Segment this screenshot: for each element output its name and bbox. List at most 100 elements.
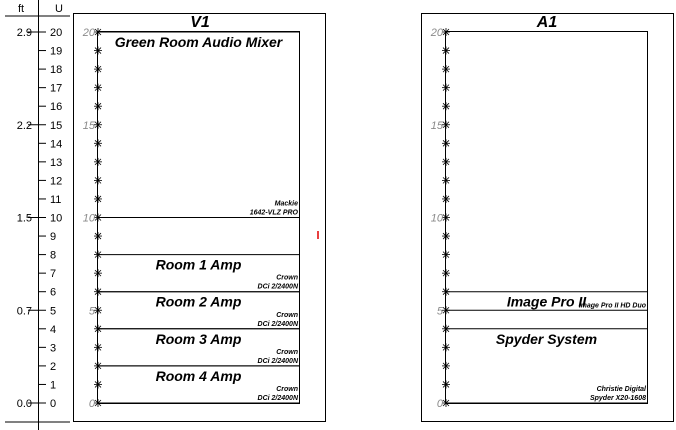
rack-v1[interactable]: V1 20 15 10 5 0 Green Room Audio Mixer 1642-V… — [73, 13, 326, 422]
rack-rail-marker — [94, 380, 102, 389]
ruler-u-label: 13 — [50, 157, 62, 169]
ruler-u-label: 8 — [50, 250, 56, 262]
device-maker: Crown — [276, 275, 298, 282]
rack-rail-marker — [442, 157, 450, 166]
device-model: Spyder X20-1608 — [590, 395, 646, 402]
device-model: DCi 2/2400N — [258, 395, 299, 402]
ruler-u-label: 0 — [50, 398, 56, 410]
rack-v1-scale-label: 10 — [83, 213, 96, 225]
device-maker: Crown — [276, 312, 298, 319]
ruler-ft-label: 0.0 — [17, 398, 32, 410]
rack-a1-scale-label: 0 — [437, 398, 444, 410]
rack-rail-marker — [94, 83, 102, 92]
rack-rail-marker — [442, 269, 450, 278]
ruler-u-label: 16 — [50, 101, 62, 113]
rack-a1-frame — [421, 13, 674, 422]
rack-rail-marker — [442, 380, 450, 389]
rack-rail-marker — [94, 176, 102, 185]
ruler-u-label: 15 — [50, 120, 62, 132]
rack-v1-scale-label: 15 — [83, 120, 96, 132]
ruler-u-label: 19 — [50, 46, 62, 58]
rack-rail-marker — [442, 176, 450, 185]
rack-v1-device[interactable]: Green Room Audio Mixer 1642-VLZ PRO Mackie — [98, 31, 299, 218]
device-model: DCi 2/2400N — [258, 284, 299, 291]
rack-rail-marker — [442, 102, 450, 111]
ruler-u-label: 11 — [50, 194, 61, 206]
device-model: DCi 2/2400N — [258, 321, 299, 328]
device-name: Image Pro II — [507, 294, 587, 310]
rack-rail-marker — [442, 250, 450, 259]
rack-rail-marker — [442, 361, 450, 370]
device-model: DCi 2/2400N — [258, 358, 299, 365]
ruler-u-label: 2 — [50, 361, 56, 373]
rack-rail-marker — [94, 102, 102, 111]
device-maker: Crown — [276, 386, 298, 393]
rack-rail-marker — [94, 232, 102, 241]
rack-rail-marker — [442, 343, 450, 352]
device-name: Room 4 Amp — [156, 368, 242, 384]
device-maker: Christie Digital — [597, 386, 647, 393]
ruler-u-header: U — [55, 3, 63, 15]
ruler-u-label: 20 — [50, 27, 62, 39]
rack-a1-bay — [445, 31, 648, 404]
rack-rail-marker — [442, 213, 450, 222]
device-name: Room 1 Amp — [156, 257, 242, 273]
rack-v1-devices: Green Room Audio Mixer 1642-VLZ PRO Mackie… — [98, 31, 299, 404]
ruler-u-label: 14 — [50, 138, 62, 150]
device-model: Image Pro II HD Duo — [579, 302, 647, 309]
rack-v1-scale-label: 5 — [89, 305, 96, 317]
device-name: Green Room Audio Mixer — [115, 34, 284, 50]
ruler-ft-label: 0.7 — [17, 305, 32, 317]
ruler-ft-label: 1.5 — [17, 213, 32, 225]
ruler-u-label: 9 — [50, 231, 56, 243]
rack-rail-marker — [442, 83, 450, 92]
ruler-u-label: 1 — [50, 379, 56, 391]
rack-rail-marker — [94, 139, 102, 148]
ruler-u-label: 6 — [50, 287, 56, 299]
device-maker: Crown — [276, 349, 298, 356]
rack-v1-frame — [73, 13, 326, 422]
device-model: 1642-VLZ PRO — [250, 210, 299, 217]
ruler-u-label: 18 — [50, 64, 62, 76]
rack-a1-scale-label: 15 — [431, 120, 444, 132]
ruler-u-label: 5 — [50, 305, 56, 317]
rack-rail-marker — [442, 194, 450, 203]
ruler-ft-header: ft — [18, 3, 24, 15]
rack-rail-marker — [94, 306, 102, 315]
device-name: Room 2 Amp — [156, 294, 242, 310]
device-name: Room 3 Amp — [156, 331, 242, 347]
rack-rail-marker — [442, 65, 450, 74]
rack-rail-marker — [94, 65, 102, 74]
rack-rail-marker — [94, 343, 102, 352]
device-name: Spyder System — [496, 331, 597, 347]
rack-rail-marker — [442, 232, 450, 241]
ruler-u-label: 3 — [50, 342, 56, 354]
rack-a1-scale-label: 20 — [430, 27, 444, 39]
ruler-u-label: 7 — [50, 268, 56, 280]
ruler-u-label: 4 — [50, 324, 56, 336]
rack-v1-scale-label: 0 — [89, 398, 96, 410]
ruler-marks: 201918171615141312111098765432102.92.21.… — [17, 27, 63, 410]
rack-rail-marker — [94, 157, 102, 166]
ruler-u-label: 17 — [50, 83, 62, 95]
rack-rail-marker — [442, 120, 450, 129]
ruler-ft-label: 2.2 — [17, 120, 32, 132]
ruler-u-label: 10 — [50, 213, 62, 225]
rack-rail-marker — [94, 46, 102, 55]
device-maker: Mackie — [275, 201, 298, 208]
rack-v1-title: V1 — [190, 14, 210, 31]
rack-a1-title: A1 — [536, 14, 558, 31]
rack-rail-marker — [94, 120, 102, 129]
rack-v1-scale-label: 20 — [82, 27, 96, 39]
rack-rail-marker — [442, 46, 450, 55]
